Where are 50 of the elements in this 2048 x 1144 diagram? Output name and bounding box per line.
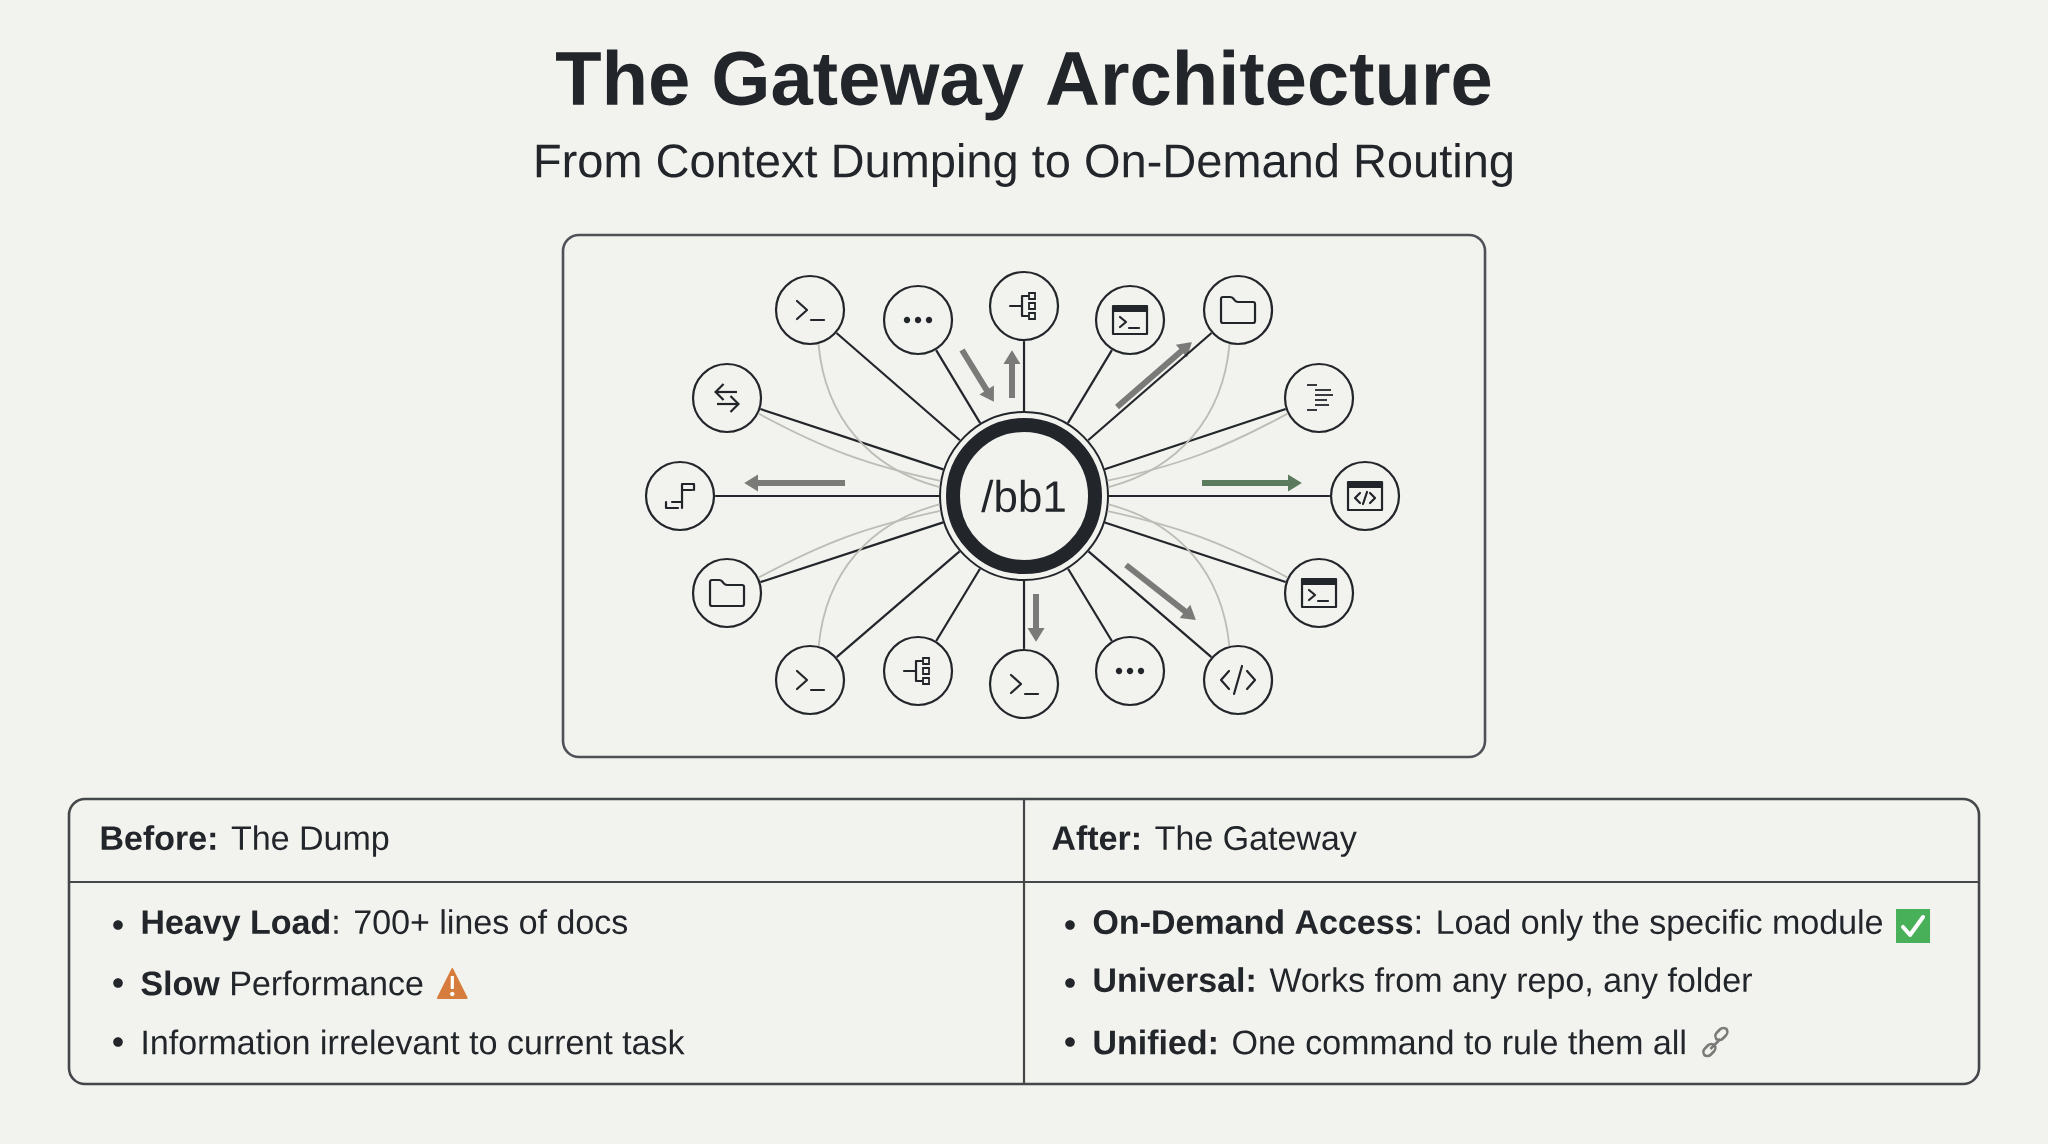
connector-line — [1087, 332, 1213, 442]
connector-line — [760, 521, 944, 584]
connector-line — [1104, 521, 1286, 584]
curved-connector — [757, 412, 942, 482]
connector-line — [1067, 568, 1113, 642]
connector-line — [760, 407, 944, 471]
connector-line — [1022, 341, 1026, 411]
tool-circle — [882, 635, 954, 707]
curved-connector — [1107, 343, 1231, 488]
tool-circle — [1202, 274, 1274, 346]
tool-circle — [1094, 635, 1166, 707]
tool-circle — [1329, 460, 1401, 532]
connector-line — [1104, 408, 1287, 471]
tool-circle — [1283, 362, 1355, 434]
bullet-item: Unified: One command to rule them all — [1094, 1029, 1685, 1055]
curved-connector — [1107, 503, 1231, 647]
tool-circle — [882, 284, 954, 356]
connector-line — [715, 494, 939, 498]
column-header: After: The Gateway — [1052, 825, 1357, 857]
tool-circle — [774, 274, 846, 346]
connector-line — [1066, 349, 1113, 424]
bullet-item: Universal: Works from any repo, any folder — [1094, 967, 1752, 999]
tool-circle — [691, 362, 763, 434]
connector-line — [1109, 494, 1330, 498]
connector-line — [935, 568, 981, 642]
title: The Gateway Architecture — [556, 49, 1491, 121]
subtitle: From Context Dumping to On-Demand Routing — [536, 143, 1512, 187]
bullet-item: On-Demand Access: Load only the specific module — [1093, 909, 1882, 941]
connector-line — [835, 332, 961, 442]
curved-connector — [817, 343, 941, 488]
curved-connector — [1106, 510, 1289, 579]
tool-circle — [1202, 644, 1274, 716]
column-header: Before: The Dump — [101, 825, 389, 857]
bullet-item: Slow Performance — [141, 970, 423, 996]
tool-circle — [988, 270, 1060, 342]
bullet-item: Information irrelevant to current task — [143, 1029, 685, 1055]
connector-line — [1022, 581, 1026, 649]
curved-connector — [1106, 412, 1289, 482]
connector-line — [935, 349, 982, 424]
bullet-item: Heavy Load: 700+ lines of docs — [142, 909, 628, 941]
connector-line — [835, 550, 961, 658]
tool-circle — [1094, 284, 1166, 356]
tool-circle — [774, 644, 846, 716]
tool-circle — [1283, 557, 1355, 629]
curved-connector — [817, 503, 941, 647]
tool-circle — [691, 557, 763, 629]
tool-circle — [988, 648, 1060, 720]
connector-line — [1087, 550, 1213, 658]
tool-circle — [644, 460, 716, 532]
curved-connector — [757, 510, 942, 579]
